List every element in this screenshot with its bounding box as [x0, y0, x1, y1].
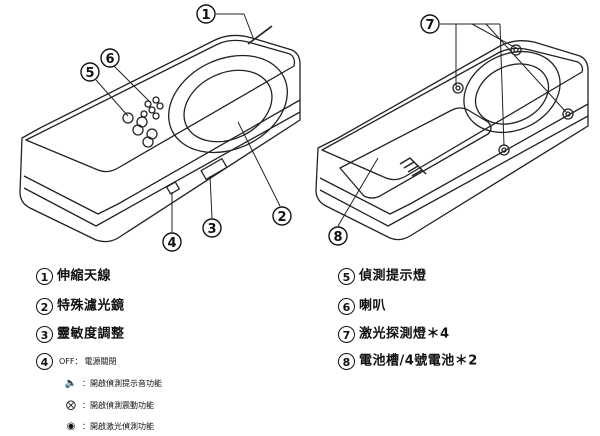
legend-sub-eye: ◉：開啟激光偵測功能: [60, 419, 154, 436]
svg-text:6: 6: [105, 52, 114, 67]
callout-2: 2: [272, 206, 292, 226]
battery-cover: [339, 107, 492, 199]
speaker-grille: [140, 96, 164, 120]
filter-lens-outer: [168, 54, 288, 154]
power-switch: [166, 181, 180, 195]
battery-grip: [399, 157, 427, 177]
leader-lines: [95, 13, 567, 232]
callout-5: 5: [80, 62, 100, 82]
speaker-icon: 🔈: [64, 378, 78, 389]
legend-sub-speaker: 🔈：開啟偵測提示音功能: [60, 376, 162, 393]
svg-text:5: 5: [85, 66, 94, 81]
svg-text:8: 8: [333, 230, 342, 245]
callout-7: 7: [420, 14, 440, 34]
svg-text:1: 1: [201, 8, 210, 23]
svg-text:7: 7: [425, 18, 434, 33]
back-device: [315, 40, 589, 241]
indicator-lights: [122, 112, 158, 148]
front-device: [19, 25, 301, 243]
callout-6: 6: [100, 48, 120, 68]
svg-text:4: 4: [167, 236, 176, 251]
vibrate-icon: ⨂: [66, 400, 76, 411]
device-diagram: 1 5 6 2 3 4 7 8: [19, 4, 589, 252]
callout-4: 4: [162, 232, 182, 252]
svg-text:3: 3: [207, 222, 216, 237]
sensitivity-dial: [200, 158, 228, 180]
callout-8: 8: [328, 226, 348, 246]
filter-lens: [183, 69, 273, 143]
svg-text:2: 2: [277, 210, 286, 225]
eye-icon: ◉: [66, 421, 76, 432]
callout-3: 3: [202, 218, 222, 238]
callout-1: 1: [196, 4, 216, 24]
legend-sub-vibrate: ⨂：開啟偵測震動功能: [60, 398, 154, 415]
